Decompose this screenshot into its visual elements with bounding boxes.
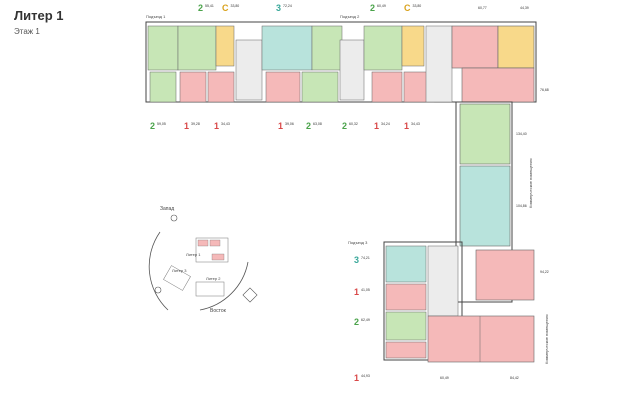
page-title: Литер 1 — [14, 8, 64, 23]
apt-section2-a — [311, 25, 343, 71]
commercial-c4 — [459, 103, 511, 165]
wing-vertical-outline — [455, 101, 513, 303]
apt-3room-s3 — [385, 245, 427, 283]
apt-section1-b — [177, 25, 217, 71]
apt-1room-s3b — [385, 341, 427, 359]
sun-icon — [154, 286, 162, 294]
core-3 — [425, 25, 453, 103]
apt-studio-2 — [401, 25, 425, 67]
apt-studio-1 — [215, 25, 235, 67]
apt-2room-s3 — [385, 311, 427, 341]
area-c8: 84,42 — [510, 376, 519, 380]
section-label-3: Подъезд 3 — [348, 240, 368, 245]
apt-3room-1 — [261, 25, 313, 71]
area-c6: 94,22 — [540, 270, 549, 274]
apt-1room-mid — [265, 71, 301, 103]
site-block-3 — [163, 265, 191, 291]
section-label-2: Подъезд 2 — [340, 14, 360, 19]
apt-section1-e — [207, 71, 235, 103]
section-label-1: Подъезд 1 — [146, 14, 166, 19]
core-2 — [339, 39, 365, 101]
site-label-l1: Литер 1 — [186, 252, 201, 257]
sunset-icon — [170, 214, 178, 222]
commercial-c1 — [451, 25, 499, 69]
area-c7: 60,49 — [440, 376, 449, 380]
commercial-c5 — [459, 165, 511, 247]
apt-section1-c — [149, 71, 177, 103]
apt-2room-mid — [301, 71, 339, 103]
apt-section2-c — [371, 71, 403, 103]
commercial-bottom — [427, 315, 535, 363]
commercial-c2 — [497, 25, 535, 69]
wing-top-outline — [145, 21, 537, 103]
area-c2: 44,39 — [520, 6, 529, 10]
compass-west: Запад — [160, 206, 175, 212]
site-label-l3: Литер 3 — [172, 268, 187, 273]
section3-outline — [383, 241, 463, 361]
apt-1room-s3a — [385, 283, 427, 311]
area-c3: 76,68 — [540, 88, 549, 92]
compass-rose-icon — [242, 287, 258, 303]
compass-arc-east — [199, 261, 249, 311]
commercial-c3 — [461, 67, 535, 103]
area-c4: 134,40 — [516, 132, 527, 136]
apt-section1-d — [179, 71, 207, 103]
core-s3 — [427, 245, 459, 317]
site-label-l2: Литер 2 — [206, 276, 221, 281]
site-block-1 — [195, 237, 229, 263]
vertical-label-commercial-2: Коммерческие помещения — [544, 314, 549, 365]
area-c5: 104,86 — [516, 204, 527, 208]
core-1 — [235, 39, 263, 101]
commercial-c6 — [475, 249, 535, 301]
vertical-label-commercial-1: Коммерческие помещения — [528, 158, 533, 209]
compass-east: Восток — [210, 308, 226, 314]
area-c1: 60,77 — [478, 6, 487, 10]
compass-arc-west — [148, 231, 169, 311]
apt-section1-a — [147, 25, 179, 71]
site-block-2 — [195, 281, 225, 297]
apt-section2-b — [363, 25, 403, 71]
floor-label: Этаж 1 — [14, 27, 40, 36]
